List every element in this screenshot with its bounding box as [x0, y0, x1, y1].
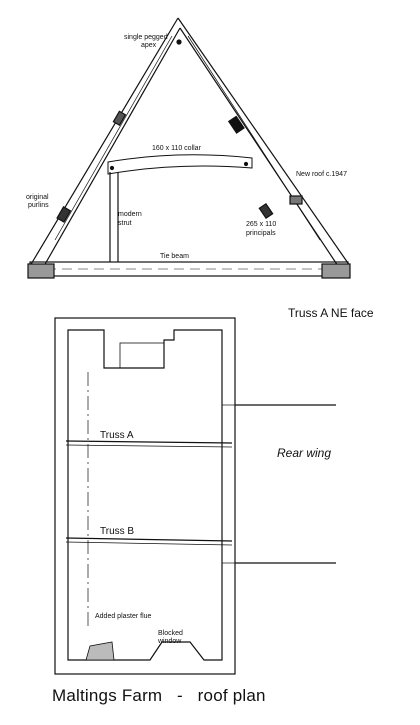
truss-a-label: Truss A — [100, 430, 134, 441]
purlins-label-2: purlins — [28, 202, 49, 209]
purlins-label-1: original — [26, 194, 49, 201]
truss-a-line-2 — [65, 444, 233, 448]
wall-plate-left — [27, 263, 55, 279]
new-roof-label: New roof c.1947 — [296, 171, 347, 178]
plan-outer-wall — [54, 317, 236, 675]
left-principal-edge — [54, 35, 173, 241]
truss-b-line-2 — [65, 541, 233, 546]
principals-label-1: 265 x 110 — [246, 221, 276, 228]
tie-beam — [29, 261, 349, 277]
purlin-right-upper — [227, 115, 245, 134]
apex-label-1: single pegged — [124, 34, 168, 41]
new-roof-bracket — [289, 195, 303, 205]
flue-label: Added plaster flue — [95, 613, 152, 620]
collar-label: 160 x 110 collar — [152, 145, 202, 152]
tie-beam-label: Tie beam — [160, 253, 189, 260]
right-principal-inner — [179, 27, 339, 267]
truss-a-line-1 — [65, 440, 233, 444]
truss-b-line-1 — [65, 537, 233, 542]
left-principal-inner — [43, 27, 181, 267]
plaster-flue — [85, 641, 115, 661]
truss-caption: Truss A NE face — [288, 306, 374, 320]
truss-b-label: Truss B — [100, 526, 134, 537]
apex-label-2: apex — [141, 42, 157, 49]
drawing-title: Maltings Farm - roof plan — [52, 686, 266, 705]
left-principal-outer — [29, 17, 179, 267]
apex-peg — [176, 39, 182, 45]
window-label-2: window — [157, 638, 182, 645]
principals-label-2: principals — [246, 230, 276, 237]
plan-inner-wall — [67, 329, 223, 661]
plan-top-stack — [119, 342, 165, 369]
rear-wing-label: Rear wing — [277, 446, 331, 460]
right-principal-edge — [187, 35, 321, 241]
purlin-right-lower — [258, 202, 274, 220]
window-label-1: Blocked — [158, 630, 183, 637]
right-principal-outer — [177, 17, 351, 267]
roof-plan — [54, 317, 336, 675]
strut-label-2: strut — [118, 220, 132, 227]
collar-peg-right — [243, 161, 249, 167]
strut-label-1: modern — [118, 211, 142, 218]
wall-plate-right — [321, 263, 351, 279]
collar-beam — [107, 154, 253, 175]
truss-elevation — [27, 17, 351, 279]
purlin-left-lower — [56, 205, 72, 223]
collar-peg-left — [109, 165, 115, 171]
purlin-left-upper — [112, 110, 127, 127]
